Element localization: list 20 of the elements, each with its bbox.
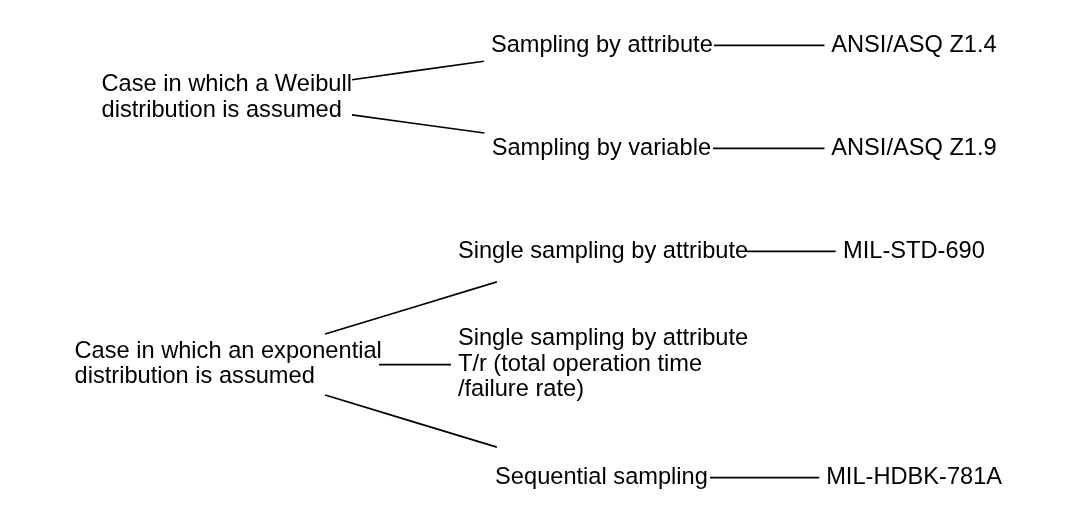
node-text: Single sampling by attribute: [457, 236, 748, 263]
node-text: Sampling by attribute: [490, 30, 713, 57]
connector: [350, 60, 485, 81]
connector: [711, 147, 825, 150]
node-text: Case in which a Weibull distribution is assumed: [101, 70, 352, 122]
connector: [323, 394, 498, 448]
connector: [712, 44, 825, 47]
node-text: Sequential sampling: [494, 462, 708, 489]
connector: [745, 250, 837, 253]
node-text: ANSI/ASQ Z1.9: [830, 133, 997, 160]
connector: [350, 114, 485, 134]
connector: [708, 476, 820, 479]
node-text: Case in which an exponential distribution is assumed: [74, 337, 382, 389]
node-text: Single sampling by attribute T/r (total operation time /failure rate): [457, 324, 748, 402]
node-text: MIL-HDBK-781A: [825, 462, 1002, 489]
node-text: MIL-STD-690: [842, 236, 985, 263]
connector: [377, 363, 452, 366]
node-text: ANSI/ASQ Z1.4: [830, 30, 997, 57]
node-text: Sampling by variable: [491, 133, 711, 160]
connector: [323, 281, 498, 335]
